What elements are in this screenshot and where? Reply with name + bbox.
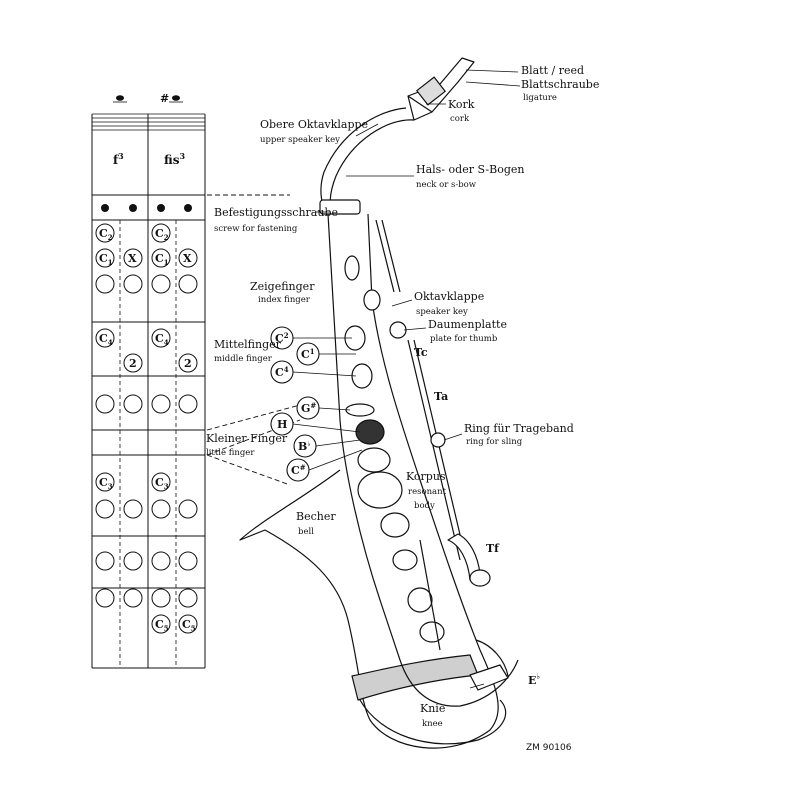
label-index-finger: index finger: [258, 295, 311, 305]
label-zeigefinger: Zeigefinger: [250, 280, 315, 293]
label-ligature: ligature: [523, 93, 557, 103]
key-2-fis3: 2: [184, 357, 192, 370]
label-becher: Becher: [296, 510, 336, 523]
label-knie: Knie: [420, 702, 445, 715]
key-2-f3: 2: [129, 357, 137, 370]
label-ring: Ring für Trageband: [464, 422, 574, 435]
label-befestigungsschraube: Befestigungsschraube: [214, 206, 338, 219]
key-x-fis3: X: [183, 252, 192, 265]
label-screw-for-fastening: screw for fastening: [214, 224, 298, 234]
label-knee: knee: [422, 719, 443, 729]
label-ring-for-sling: ring for sling: [466, 437, 523, 447]
fingering-table: [92, 114, 300, 668]
label-cork: cork: [450, 114, 470, 124]
label-oktavklappe: Oktavklappe: [414, 290, 484, 303]
label-korpus: Korpus: [406, 470, 446, 483]
note-heads: #: [113, 92, 183, 105]
label-blattschraube: Blattschraube: [521, 78, 599, 91]
saxophone-body: [240, 58, 518, 748]
label-kleiner-finger: Kleiner Finger: [206, 432, 288, 445]
column-header-fis3: fis3: [164, 151, 185, 167]
label-upper-speaker-key: upper speaker key: [260, 135, 340, 145]
labels: Blatt / reed Blattschraube ligature Kork…: [206, 64, 599, 753]
label-neck: neck or s-bow: [416, 180, 477, 190]
label-speaker-key: speaker key: [416, 307, 468, 317]
label-resonant: resonant: [408, 487, 447, 497]
label-body: body: [414, 501, 435, 511]
sax-key-h: H: [277, 418, 287, 431]
chart-key-circles: [96, 224, 197, 633]
label-little-finger: little finger: [206, 448, 255, 458]
octave-key-dots: [101, 204, 192, 212]
label-hals: Hals- oder S-Bogen: [416, 163, 524, 176]
label-mittelfinger: Mittelfinger: [214, 338, 282, 351]
label-plate-for-thumb: plate for thumb: [430, 334, 498, 344]
sharp-sign: #: [160, 92, 169, 105]
label-blatt: Blatt / reed: [521, 64, 584, 77]
label-ta: Ta: [434, 390, 448, 403]
label-obere-oktavklappe: Obere Oktavklappe: [260, 118, 368, 131]
reference-number: ZM 90106: [526, 743, 572, 753]
label-kork: Kork: [448, 98, 475, 111]
label-bell: bell: [298, 527, 314, 537]
key-x-f3: X: [128, 252, 137, 265]
column-header-f3: f3: [113, 151, 124, 167]
label-middle-finger: middle finger: [214, 354, 273, 364]
label-tf: Tf: [486, 542, 500, 555]
label-daumenplatte: Daumenplatte: [428, 318, 507, 331]
label-eb: E♭: [528, 671, 540, 687]
label-tc: Tc: [414, 346, 428, 359]
